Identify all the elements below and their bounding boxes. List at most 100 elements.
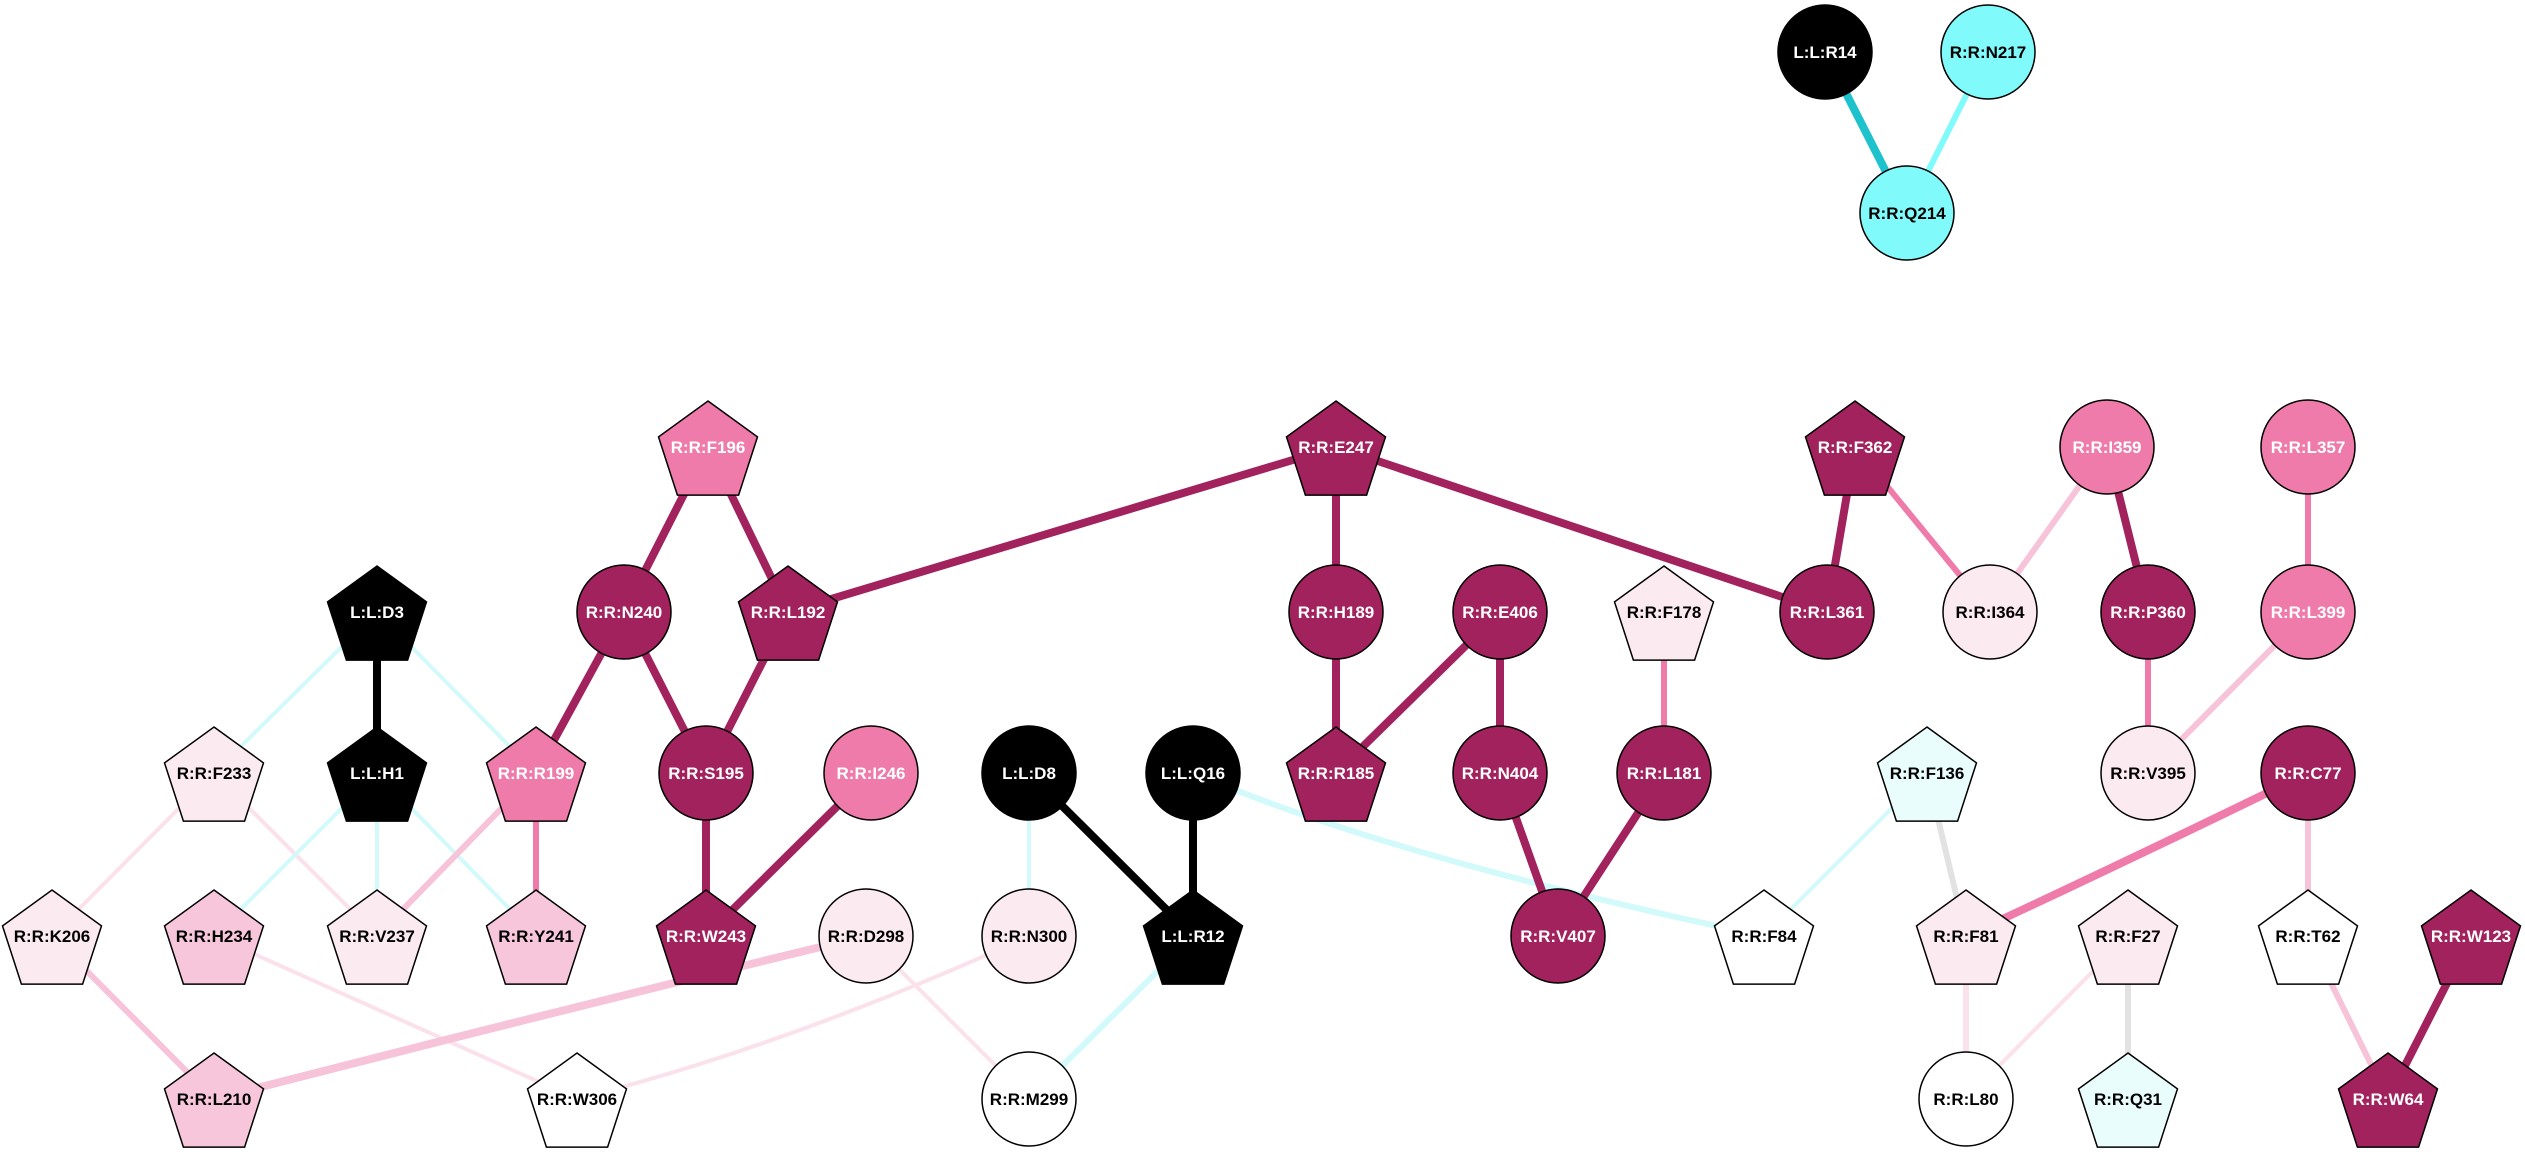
node-shape-f136 bbox=[1876, 726, 1978, 822]
node-v395[interactable]: R:R:V395 bbox=[2100, 725, 2196, 821]
node-w64[interactable]: R:R:W64 bbox=[2337, 1052, 2439, 1148]
node-label-e247: R:R:E247 bbox=[1298, 438, 1374, 457]
node-n404[interactable]: R:R:N404 bbox=[1452, 725, 1548, 821]
node-shape-r12 bbox=[1142, 889, 1244, 985]
node-l361[interactable]: R:R:L361 bbox=[1779, 564, 1875, 660]
node-label-l192: R:R:L192 bbox=[751, 603, 826, 622]
node-r14[interactable]: L:L:R14 bbox=[1777, 4, 1873, 100]
node-i364[interactable]: R:R:I364 bbox=[1942, 564, 2038, 660]
node-f81[interactable]: R:R:F81 bbox=[1915, 889, 2017, 985]
node-f136[interactable]: R:R:F136 bbox=[1876, 726, 1978, 822]
node-label-i364: R:R:I364 bbox=[1956, 603, 2026, 622]
node-shape-i246 bbox=[823, 725, 919, 821]
node-shape-h234 bbox=[163, 889, 265, 985]
node-f178[interactable]: R:R:F178 bbox=[1613, 565, 1715, 661]
node-shape-w306 bbox=[526, 1052, 628, 1148]
node-shape-d3 bbox=[326, 565, 428, 661]
node-w243[interactable]: R:R:W243 bbox=[655, 889, 757, 985]
node-p360[interactable]: R:R:P360 bbox=[2100, 564, 2196, 660]
node-shape-l210 bbox=[163, 1052, 265, 1148]
node-label-h189: R:R:H189 bbox=[1298, 603, 1375, 622]
node-c77[interactable]: R:R:C77 bbox=[2260, 725, 2356, 821]
node-label-i359: R:R:I359 bbox=[2073, 438, 2142, 457]
node-n217[interactable]: R:R:N217 bbox=[1940, 4, 2036, 100]
node-label-v237: R:R:V237 bbox=[339, 927, 415, 946]
node-v407[interactable]: R:R:V407 bbox=[1510, 888, 1606, 984]
node-r185[interactable]: R:R:R185 bbox=[1285, 726, 1387, 822]
node-h1[interactable]: L:L:H1 bbox=[326, 726, 428, 822]
node-shape-c77 bbox=[2260, 725, 2356, 821]
node-t62[interactable]: R:R:T62 bbox=[2257, 889, 2359, 985]
node-shape-q16 bbox=[1145, 725, 1241, 821]
node-l399[interactable]: R:R:L399 bbox=[2260, 564, 2356, 660]
node-shape-f81 bbox=[1915, 889, 2017, 985]
node-w306[interactable]: R:R:W306 bbox=[526, 1052, 628, 1148]
node-shape-f27 bbox=[2077, 889, 2179, 985]
node-f362[interactable]: R:R:F362 bbox=[1804, 400, 1906, 496]
node-shape-w123 bbox=[2420, 889, 2522, 985]
node-q214[interactable]: R:R:Q214 bbox=[1859, 165, 1955, 261]
node-f196[interactable]: R:R:F196 bbox=[657, 400, 759, 496]
node-label-t62: R:R:T62 bbox=[2275, 927, 2340, 946]
node-shape-n217 bbox=[1940, 4, 2036, 100]
node-n240[interactable]: R:R:N240 bbox=[576, 564, 672, 660]
node-label-r199: R:R:R199 bbox=[498, 764, 575, 783]
node-label-q16: L:L:Q16 bbox=[1161, 764, 1225, 783]
node-h234[interactable]: R:R:H234 bbox=[163, 889, 265, 985]
node-n300[interactable]: R:R:N300 bbox=[981, 888, 1077, 984]
node-l357[interactable]: R:R:L357 bbox=[2260, 399, 2356, 495]
node-shape-k206 bbox=[1, 889, 103, 985]
node-shape-v395 bbox=[2100, 725, 2196, 821]
node-l210[interactable]: R:R:L210 bbox=[163, 1052, 265, 1148]
node-shape-e247 bbox=[1285, 400, 1387, 496]
node-l181[interactable]: R:R:L181 bbox=[1616, 725, 1712, 821]
node-shape-w243 bbox=[655, 889, 757, 985]
node-r199[interactable]: R:R:R199 bbox=[485, 726, 587, 822]
node-label-f178: R:R:F178 bbox=[1627, 603, 1702, 622]
node-d3[interactable]: L:L:D3 bbox=[326, 565, 428, 661]
node-e247[interactable]: R:R:E247 bbox=[1285, 400, 1387, 496]
node-h189[interactable]: R:R:H189 bbox=[1288, 564, 1384, 660]
node-l80[interactable]: R:R:L80 bbox=[1918, 1051, 2014, 1147]
node-shape-i364 bbox=[1942, 564, 2038, 660]
node-r12[interactable]: L:L:R12 bbox=[1142, 889, 1244, 985]
node-f27[interactable]: R:R:F27 bbox=[2077, 889, 2179, 985]
node-shape-l361 bbox=[1779, 564, 1875, 660]
node-f233[interactable]: R:R:F233 bbox=[163, 726, 265, 822]
node-label-r185: R:R:R185 bbox=[1298, 764, 1375, 783]
node-shape-h189 bbox=[1288, 564, 1384, 660]
node-label-q214: R:R:Q214 bbox=[1868, 204, 1946, 223]
node-q16[interactable]: L:L:Q16 bbox=[1145, 725, 1241, 821]
edge-d298-l210 bbox=[210, 932, 870, 1103]
node-label-l181: R:R:L181 bbox=[1627, 764, 1702, 783]
node-i359[interactable]: R:R:I359 bbox=[2059, 399, 2155, 495]
node-label-n404: R:R:N404 bbox=[1462, 764, 1539, 783]
node-w123[interactable]: R:R:W123 bbox=[2420, 889, 2522, 985]
node-shape-l80 bbox=[1918, 1051, 2014, 1147]
node-l192[interactable]: R:R:L192 bbox=[737, 565, 839, 661]
node-shape-r185 bbox=[1285, 726, 1387, 822]
node-y241[interactable]: R:R:Y241 bbox=[485, 889, 587, 985]
node-v237[interactable]: R:R:V237 bbox=[326, 889, 428, 985]
node-e406[interactable]: R:R:E406 bbox=[1452, 564, 1548, 660]
node-label-m299: R:R:M299 bbox=[990, 1090, 1068, 1109]
node-label-c77: R:R:C77 bbox=[2274, 764, 2341, 783]
node-f84[interactable]: R:R:F84 bbox=[1713, 889, 1815, 985]
node-label-r12: L:L:R12 bbox=[1161, 927, 1224, 946]
node-label-l357: R:R:L357 bbox=[2271, 438, 2346, 457]
node-shape-l399 bbox=[2260, 564, 2356, 660]
node-label-l399: R:R:L399 bbox=[2271, 603, 2346, 622]
node-label-f196: R:R:F196 bbox=[671, 438, 746, 457]
node-i246[interactable]: R:R:I246 bbox=[823, 725, 919, 821]
node-k206[interactable]: R:R:K206 bbox=[1, 889, 103, 985]
node-d8[interactable]: L:L:D8 bbox=[981, 725, 1077, 821]
node-m299[interactable]: R:R:M299 bbox=[981, 1051, 1077, 1147]
node-d298[interactable]: R:R:D298 bbox=[818, 888, 914, 984]
node-shape-p360 bbox=[2100, 564, 2196, 660]
node-label-h1: L:L:H1 bbox=[350, 764, 404, 783]
node-label-h234: R:R:H234 bbox=[176, 927, 253, 946]
node-shape-v237 bbox=[326, 889, 428, 985]
node-q31[interactable]: R:R:Q31 bbox=[2077, 1052, 2179, 1148]
node-s195[interactable]: R:R:S195 bbox=[658, 725, 754, 821]
